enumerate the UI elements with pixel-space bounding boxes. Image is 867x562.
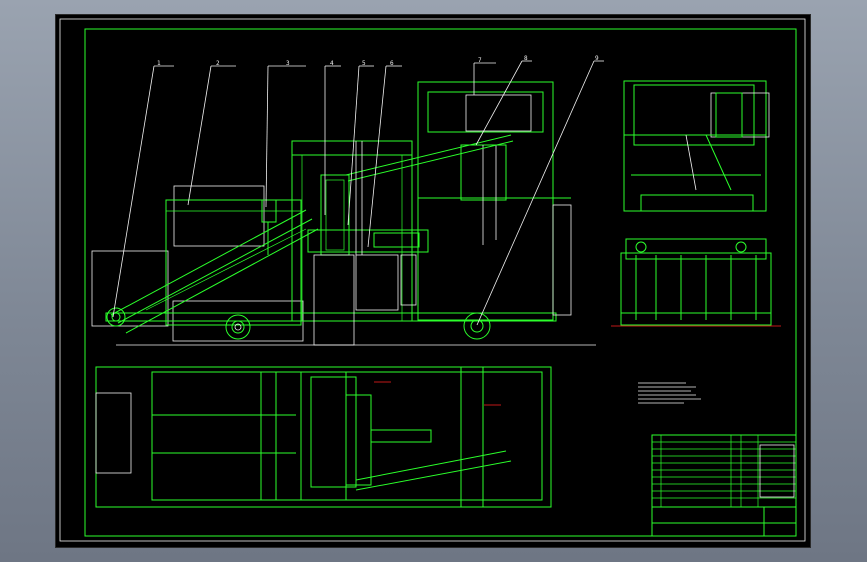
title-block[interactable]	[651, 434, 797, 537]
cad-drawing-viewport[interactable]: 1 2 3 4 5 6 7 8 9	[55, 14, 811, 548]
cad-drawing-sheet: 1 2 3 4 5 6 7 8 9	[59, 18, 806, 542]
balloon-2: 2	[216, 60, 220, 67]
balloon-4: 4	[330, 60, 334, 67]
balloon-3: 3	[286, 60, 290, 67]
balloon-6: 6	[390, 60, 394, 67]
outer-border	[59, 18, 806, 542]
top-view	[95, 366, 552, 508]
balloon-9: 9	[595, 55, 599, 62]
technical-notes	[638, 382, 701, 404]
balloon-7: 7	[478, 57, 482, 64]
balloon-8: 8	[524, 55, 528, 62]
balloon-5: 5	[362, 60, 366, 67]
inner-border	[84, 28, 797, 537]
side-view	[611, 80, 781, 327]
leader-lines	[112, 60, 604, 326]
balloon-labels: 1 2 3 4 5 6 7 8 9	[157, 55, 599, 67]
balloon-1: 1	[157, 60, 161, 67]
front-view	[91, 81, 596, 346]
